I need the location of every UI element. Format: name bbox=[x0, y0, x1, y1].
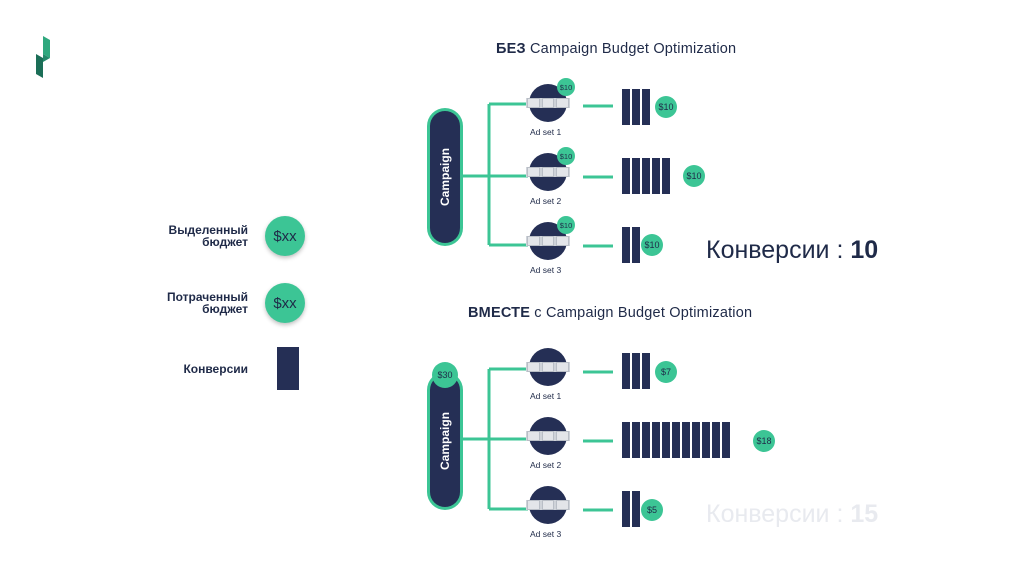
conversion-bar bbox=[632, 89, 640, 125]
conversion-bar bbox=[632, 353, 640, 389]
conversion-bar bbox=[632, 422, 640, 458]
conversion-bar bbox=[622, 422, 630, 458]
legend-allocated-coin: $xx bbox=[265, 216, 305, 256]
ad-set-icon-bottom-1 bbox=[526, 348, 570, 386]
ad-set-budget-top-2: $10 bbox=[557, 147, 575, 165]
legend-spent-label: Потраченный бюджет bbox=[167, 290, 248, 316]
conversion-bar bbox=[622, 227, 630, 263]
conversion-bars-top-2 bbox=[622, 158, 670, 194]
spent-coin-bottom-3: $5 bbox=[641, 499, 663, 521]
conversion-bar bbox=[712, 422, 720, 458]
legend-conversion-bar bbox=[277, 347, 299, 390]
campaign-pill-without: Campaign bbox=[430, 111, 460, 243]
legend-spent-coin: $xx bbox=[265, 283, 305, 323]
conversion-bar bbox=[642, 422, 650, 458]
ad-set-label-bottom-2: Ad set 2 bbox=[530, 460, 562, 470]
spent-coin-bottom-1: $7 bbox=[655, 361, 677, 383]
conversion-bar bbox=[722, 422, 730, 458]
ad-set-icon-bottom-3 bbox=[526, 486, 570, 524]
spent-coin-bottom-2: $18 bbox=[753, 430, 775, 452]
conversion-bar bbox=[642, 158, 650, 194]
ad-set-icon-top-1 bbox=[526, 84, 570, 122]
ad-set-label-top-1: Ad set 1 bbox=[530, 127, 562, 137]
ad-set-label-top-2: Ad set 2 bbox=[530, 196, 562, 206]
conversion-bar bbox=[682, 422, 690, 458]
conversion-bar bbox=[632, 158, 640, 194]
campaign-label: Campaign bbox=[438, 411, 452, 471]
conversion-bar bbox=[642, 353, 650, 389]
conversion-bar bbox=[672, 422, 680, 458]
campaign-label: Campaign bbox=[438, 147, 452, 207]
brand-logo bbox=[36, 36, 50, 78]
conversion-bar bbox=[662, 422, 670, 458]
conversion-bars-bottom-1 bbox=[622, 353, 650, 389]
conversion-bar bbox=[622, 353, 630, 389]
spent-coin-top-1: $10 bbox=[655, 96, 677, 118]
conversion-bars-bottom-3 bbox=[622, 491, 640, 527]
total-conversions-without: Конверсии : 10 bbox=[706, 236, 879, 264]
conversion-bar bbox=[642, 89, 650, 125]
ad-set-label-bottom-1: Ad set 1 bbox=[530, 391, 562, 401]
conversion-bars-top-1 bbox=[622, 89, 650, 125]
ad-set-budget-top-1: $10 bbox=[557, 78, 575, 96]
conversion-bar bbox=[662, 158, 670, 194]
conversion-bar bbox=[622, 158, 630, 194]
conversion-bar bbox=[622, 89, 630, 125]
ad-set-icon-bottom-2 bbox=[526, 417, 570, 455]
conversion-bar bbox=[632, 491, 640, 527]
conversion-bar bbox=[622, 491, 630, 527]
conversion-bar bbox=[702, 422, 710, 458]
conversion-bar bbox=[692, 422, 700, 458]
campaign-budget-coin: $30 bbox=[432, 362, 458, 388]
legend-allocated-label: Выделенный бюджет bbox=[168, 223, 248, 249]
spent-coin-top-3: $10 bbox=[641, 234, 663, 256]
ad-set-budget-top-3: $10 bbox=[557, 216, 575, 234]
ad-set-label-top-3: Ad set 3 bbox=[530, 265, 562, 275]
ad-set-label-bottom-3: Ad set 3 bbox=[530, 529, 562, 539]
section-title-with: ВМЕСТЕ с Campaign Budget Optimization bbox=[468, 305, 753, 321]
spent-coin-top-2: $10 bbox=[683, 165, 705, 187]
campaign-pill-with: Campaign bbox=[430, 375, 460, 507]
conversion-bars-bottom-2 bbox=[622, 422, 730, 458]
legend-conversions-label: Конверсии bbox=[183, 362, 248, 376]
section-title-without: БЕЗ Campaign Budget Optimization bbox=[496, 41, 737, 57]
total-conversions-with: Конверсии : 15 bbox=[706, 500, 879, 528]
conversion-bar bbox=[652, 158, 660, 194]
conversion-bars-top-3 bbox=[622, 227, 640, 263]
conversion-bar bbox=[652, 422, 660, 458]
conversion-bar bbox=[632, 227, 640, 263]
